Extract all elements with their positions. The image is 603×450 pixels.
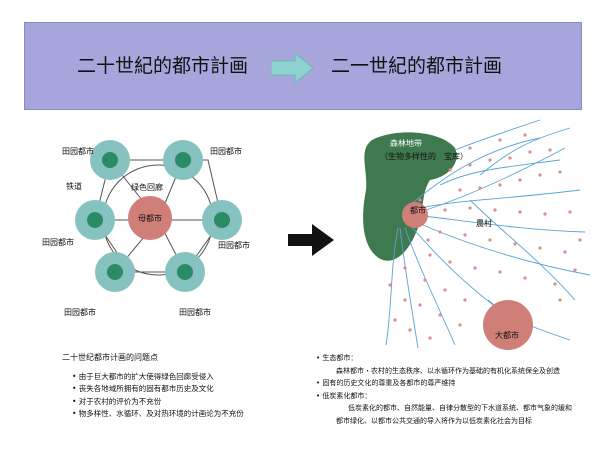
list-item: • 对于农村的评价为不充份 xyxy=(72,396,162,406)
transition-arrow-icon xyxy=(288,224,334,256)
satellite-city xyxy=(163,140,203,180)
satellite-label: 田园都市 xyxy=(62,146,94,156)
twentieth-century-title: 二十世紀的都市計画 xyxy=(77,55,249,77)
twentieth-century-problems: 二十世纪都市计画的问题点 • 由于巨大都市的扩大使得绿色回廊受侵入 • 丧失各地… xyxy=(62,352,244,421)
satellite-label: 田园都市 xyxy=(64,307,96,317)
satellite-city xyxy=(90,140,130,180)
satellite-city xyxy=(202,200,242,240)
satellite-city xyxy=(75,200,115,240)
list-item: • 丧失各地域所拥有的固有都市历史及文化 xyxy=(72,384,214,393)
satellite-label: 田园都市 xyxy=(179,307,211,317)
garden-city-diagram: 母都市 绿色回廊 铁道 田园都市 田园都市 田园都市 田园都市 田园都市 田园都… xyxy=(42,140,250,317)
greenbelt-label: 绿色回廊 xyxy=(131,182,163,192)
mother-city xyxy=(128,196,172,240)
city-label: 都市 xyxy=(410,205,426,215)
eco-city-diagram: 森林地带 （生物多样性的 宝库） xyxy=(363,119,591,350)
forest-label: 森林地带 xyxy=(390,138,422,148)
arrow-right-icon xyxy=(271,53,314,83)
forest-zone xyxy=(363,132,457,261)
problems-title: 二十世纪都市计画的问题点 xyxy=(62,353,158,362)
village-label: 農村 xyxy=(476,218,492,228)
satellite-city xyxy=(95,252,135,292)
satellite-label: 田园都市 xyxy=(218,240,250,250)
list-item: • 固有的历史文化的尊重及各都市的尊严维持 xyxy=(316,379,456,387)
list-item: 森林都市・农村的生态秩序、以水循环作为基础的有机化系统保全及创造 xyxy=(336,366,560,375)
mother-city-label: 母都市 xyxy=(138,213,162,223)
city-node xyxy=(402,202,428,228)
list-item: 都市绿化、以都市公共交通的导入将作为以低炭素化社会为目标 xyxy=(336,416,532,425)
satellite-label: 田园都市 xyxy=(210,146,242,156)
big-city-label: 大都市 xyxy=(495,330,519,340)
list-item: • 物多样性、水循环、及对热环境的计画论为不充份 xyxy=(72,409,244,418)
list-item: 低炭素化的都市、自然能量、自律分散型的下水道系统、都市气象的缓和 xyxy=(348,404,572,412)
list-item: • 生态都市： xyxy=(316,354,358,362)
satellite-label: 田园都市 xyxy=(42,237,74,247)
railway-label: 铁道 xyxy=(66,181,82,191)
big-city-node xyxy=(483,300,533,350)
twenty-first-century-notes: • 生态都市： 森林都市・农村的生态秩序、以水循环作为基础的有机化系统保全及创造… xyxy=(316,352,596,427)
twenty-first-century-title: 二一世紀的都市計画 xyxy=(331,55,503,77)
title-banner: 二十世紀的都市計画 二一世紀的都市計画 xyxy=(24,22,582,110)
forest-sublabel: （生物多样性的 宝库） xyxy=(380,151,468,161)
satellite-city xyxy=(165,252,205,292)
list-item: • 低炭素化都市： xyxy=(316,391,372,400)
list-item: • 由于巨大都市的扩大使得绿色回廊受侵入 xyxy=(72,371,214,381)
river-network xyxy=(385,119,591,349)
